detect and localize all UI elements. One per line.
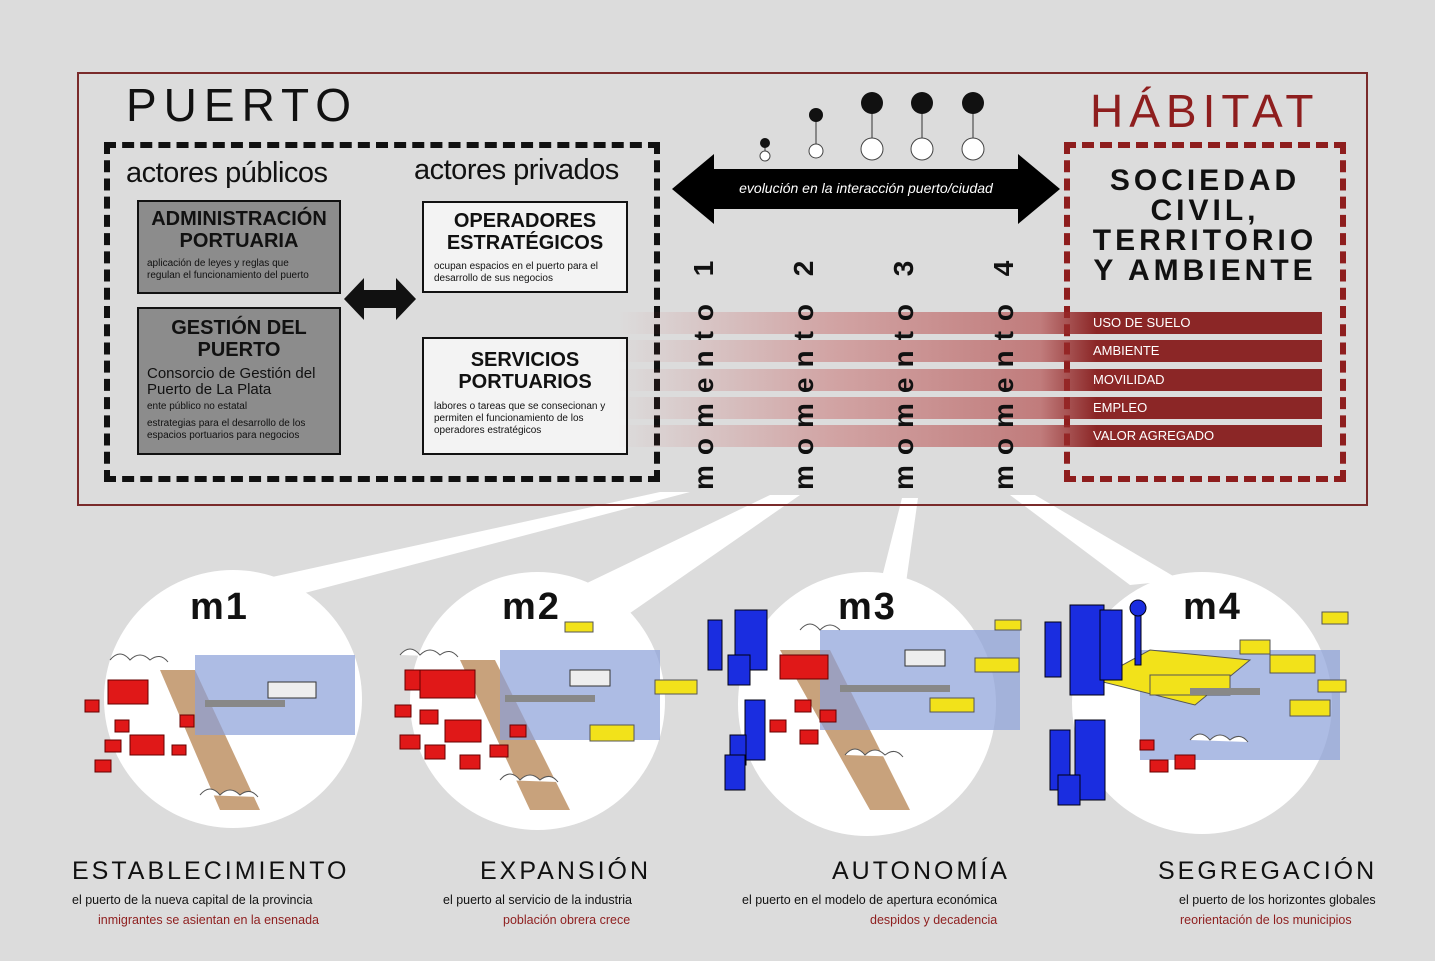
band-label-0: USO DE SUELO bbox=[1093, 315, 1191, 330]
stage-desc-m4: el puerto de los horizontes globales bbox=[1179, 893, 1376, 907]
admin-title-1: ADMINISTRACIÓN bbox=[151, 208, 327, 230]
gestion-box: GESTIÓN DEL PUERTO Consorcio de Gestión … bbox=[137, 307, 341, 455]
sociedad-line-2: CIVIL, bbox=[1150, 194, 1260, 227]
m1-label: m1 bbox=[190, 586, 249, 628]
gestion-desc-3: espacios portuarios para negocios bbox=[147, 430, 300, 441]
stage-name-m3: AUTONOMÍA bbox=[832, 857, 1010, 885]
servicios-title-1: SERVICIOS bbox=[470, 349, 580, 371]
stage-name-m2: EXPANSIÓN bbox=[480, 857, 652, 885]
stage-sub-m4: reorientación de los municipios bbox=[1180, 913, 1352, 927]
momento-1: momento 1 bbox=[688, 250, 719, 490]
momento-4: momento 4 bbox=[988, 250, 1019, 490]
admin-desc-1: aplicación de leyes y reglas que bbox=[147, 258, 289, 269]
scene-m1-icon bbox=[84, 653, 355, 810]
gestion-title-2: PUERTO bbox=[197, 339, 281, 361]
double-arrow-icon bbox=[344, 278, 416, 320]
sociedad-line-4: Y AMBIENTE bbox=[1093, 254, 1317, 287]
servicios-box: SERVICIOS PORTUARIOS labores o tareas qu… bbox=[422, 337, 628, 455]
evolution-arrow-icon bbox=[672, 154, 1060, 224]
operadores-box: OPERADORES ESTRATÉGICOS ocupan espacios … bbox=[422, 201, 628, 293]
interaction-balls-icon bbox=[759, 92, 985, 162]
scene-m2-icon bbox=[394, 621, 698, 810]
band-label-3: EMPLEO bbox=[1093, 400, 1148, 415]
puerto-title: PUERTO bbox=[126, 79, 359, 131]
momento-2: momento 2 bbox=[788, 250, 819, 490]
stage-sub-m2: población obrera crece bbox=[503, 913, 631, 927]
sociedad-line-3: TERRITORIO bbox=[1092, 224, 1318, 257]
callout-m2 bbox=[560, 495, 800, 620]
m3-label: m3 bbox=[838, 586, 897, 628]
sociedad-title: SOCIEDAD CIVIL, TERRITORIO Y AMBIENTE bbox=[1070, 166, 1340, 286]
privados-header: actores privados bbox=[414, 154, 619, 186]
gestion-title-1: GESTIÓN DEL bbox=[171, 317, 307, 339]
callout-m1 bbox=[222, 492, 690, 600]
admin-desc-2: regulan el funcionamiento del puerto bbox=[147, 270, 309, 281]
momento-3: momento 3 bbox=[888, 250, 919, 490]
gestion-desc-2: estrategias para el desarrollo de los bbox=[147, 418, 306, 429]
gestion-sub-1: Consorcio de Gestión del bbox=[147, 365, 316, 382]
band-empleo bbox=[618, 397, 1322, 419]
port-illustrations bbox=[84, 599, 1349, 810]
admin-box: ADMINISTRACIÓN PORTUARIA aplicación de l… bbox=[137, 200, 341, 294]
m4-label: m4 bbox=[1183, 586, 1242, 628]
servicios-desc-1: labores o tareas que se consecionan y bbox=[434, 401, 606, 412]
stage-sub-m3: despidos y decadencia bbox=[870, 913, 998, 927]
m2-label: m2 bbox=[502, 586, 561, 628]
stage-sub-m1: inmigrantes se asientan en la ensenada bbox=[98, 913, 319, 927]
servicios-title-2: PORTUARIOS bbox=[458, 371, 592, 393]
scene-m4-icon bbox=[1044, 599, 1349, 806]
callout-m4 bbox=[1010, 495, 1180, 585]
stage-name-m4: SEGREGACIÓN bbox=[1158, 857, 1378, 885]
servicios-desc-3: operadores estratégicos bbox=[434, 425, 542, 436]
stage-desc-m1: el puerto de la nueva capital de la prov… bbox=[72, 893, 313, 907]
band-uso-suelo bbox=[618, 312, 1322, 334]
band-label-2: MOVILIDAD bbox=[1093, 372, 1165, 387]
gestion-desc-1: ente público no estatal bbox=[147, 401, 248, 412]
habitat-title: HÁBITAT bbox=[1090, 85, 1320, 137]
stage-name-m1: ESTABLECIMIENTO bbox=[72, 857, 350, 885]
operadores-title-2: ESTRATÉGICOS bbox=[446, 232, 604, 254]
band-valor-agregado bbox=[618, 425, 1322, 447]
band-movilidad bbox=[618, 369, 1322, 391]
main-frame bbox=[77, 72, 1368, 506]
operadores-desc-2: desarrollo de sus negocios bbox=[434, 273, 553, 284]
band-ambiente bbox=[618, 340, 1322, 362]
sociedad-line-1: SOCIEDAD bbox=[1109, 164, 1301, 197]
admin-title-2: PORTUARIA bbox=[179, 230, 299, 252]
servicios-desc-2: permiten el funcionamiento de los bbox=[434, 413, 584, 424]
evolution-label: evolución en la interacción puerto/ciuda… bbox=[739, 180, 993, 196]
operadores-desc-1: ocupan espacios en el puerto para el bbox=[434, 261, 599, 272]
operadores-title-1: OPERADORES bbox=[453, 210, 597, 232]
band-label-4: VALOR AGREGADO bbox=[1093, 428, 1215, 443]
band-label-1: AMBIENTE bbox=[1093, 343, 1160, 358]
gestion-sub-2: Puerto de La Plata bbox=[147, 381, 272, 398]
callout-m3 bbox=[880, 498, 918, 590]
publicos-header: actores públicos bbox=[126, 157, 328, 189]
stage-desc-m2: el puerto al servicio de la industria bbox=[443, 893, 632, 907]
scene-m3-icon bbox=[707, 609, 1022, 810]
stage-desc-m3: el puerto en el modelo de apertura econó… bbox=[742, 893, 998, 907]
